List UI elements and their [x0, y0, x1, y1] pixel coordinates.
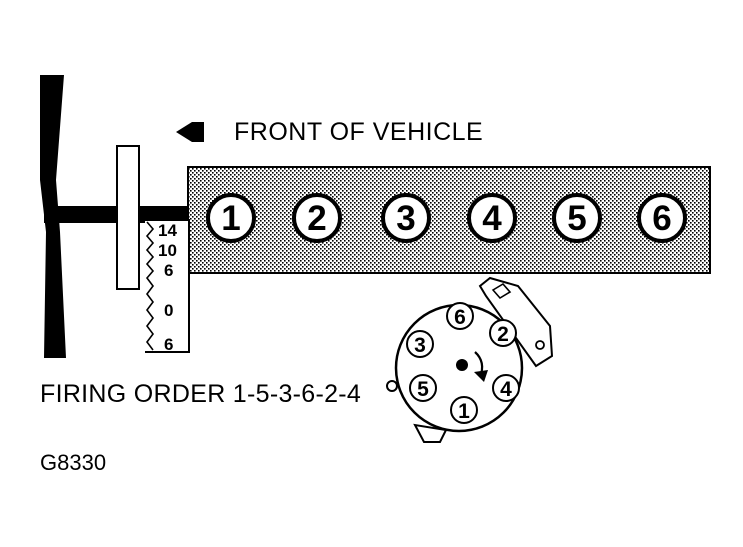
cylinder: 2 — [292, 193, 342, 243]
terminal-number: 6 — [454, 306, 466, 329]
cylinder-number: 5 — [567, 199, 586, 238]
cylinder-number: 3 — [396, 199, 415, 238]
terminal-number: 5 — [417, 378, 429, 401]
front-arrow-icon — [176, 122, 204, 142]
front-of-vehicle-label: FRONT OF VEHICLE — [234, 118, 484, 146]
cylinder-number: 6 — [652, 199, 671, 238]
rotation-arrowhead — [474, 370, 488, 382]
terminal-number: 1 — [458, 400, 470, 423]
distributor-terminal: 5 — [409, 374, 437, 402]
firing-order-label: FIRING ORDER 1-5-3-6-2-4 — [40, 380, 362, 408]
figure-id: G8330 — [40, 450, 107, 475]
cylinder-number: 4 — [482, 199, 502, 238]
cylinder-row: 1 2 3 4 5 6 — [206, 193, 687, 243]
timing-mark: 0 — [164, 301, 173, 320]
timing-mark: 10 — [158, 241, 177, 260]
distributor-terminal: 4 — [492, 374, 520, 402]
rotor-hub — [456, 359, 468, 371]
distributor-terminal: 3 — [406, 330, 434, 358]
cylinder-number: 1 — [221, 199, 240, 238]
distributor-cap: 6 2 3 4 5 1 — [386, 276, 554, 443]
engine-block — [187, 166, 711, 274]
cylinder: 3 — [381, 193, 431, 243]
distributor-terminal: 2 — [489, 319, 517, 347]
distributor-terminal: 1 — [450, 396, 478, 424]
timing-mark: 6 — [164, 261, 173, 280]
cylinder-number: 2 — [307, 199, 326, 238]
timing-mark: 6 — [164, 335, 173, 354]
timing-scale: 14 10 6 0 6 — [145, 219, 190, 354]
cylinder: 4 — [467, 193, 517, 243]
terminal-number: 2 — [497, 323, 509, 346]
cylinder: 5 — [552, 193, 602, 243]
cylinder: 1 — [206, 193, 256, 243]
terminal-number: 3 — [414, 334, 426, 357]
cylinder: 6 — [637, 193, 687, 243]
distributor-terminal: 6 — [446, 302, 474, 330]
damper-plate — [116, 145, 140, 290]
timing-mark: 14 — [158, 221, 177, 240]
terminal-number: 4 — [500, 378, 512, 401]
